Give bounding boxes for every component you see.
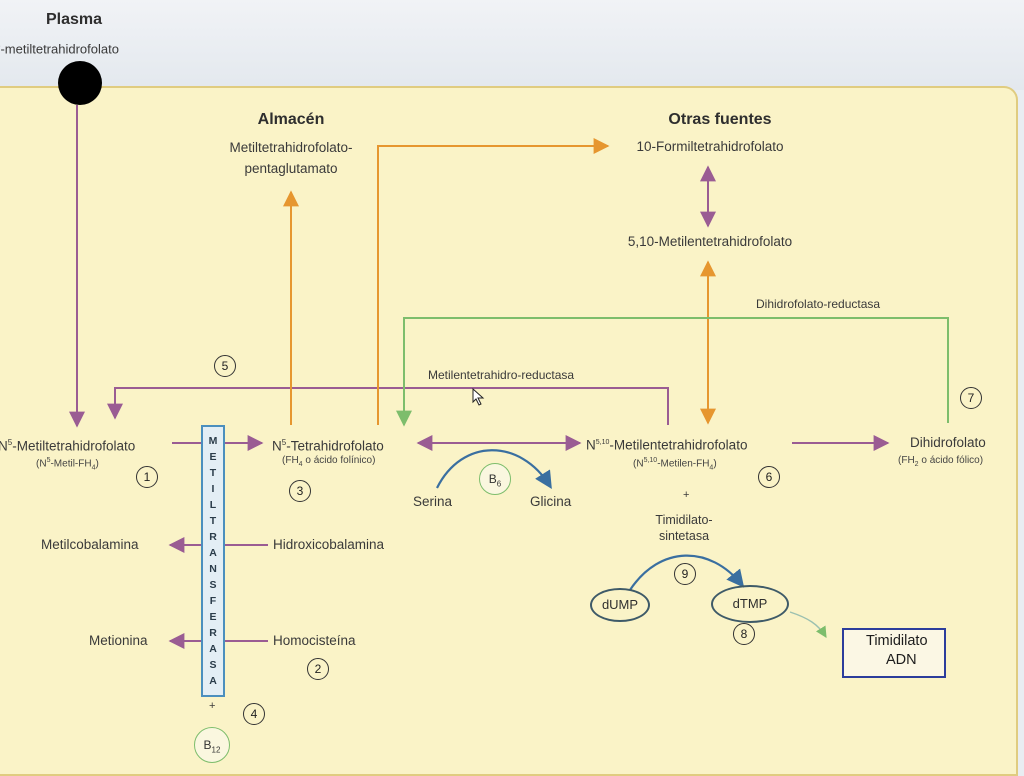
ts-label-1: Timidilato- bbox=[655, 513, 713, 527]
mlthf-sublabel: (N5,10-Metilen-FH4) bbox=[633, 457, 717, 472]
step-5-marker: 5 bbox=[214, 355, 236, 377]
cursor-icon bbox=[472, 388, 485, 406]
homocysteine-label: Homocisteína bbox=[273, 633, 356, 648]
methionine-label: Metionina bbox=[89, 633, 148, 648]
dtmp-oval: dTMP bbox=[711, 585, 789, 623]
vitamin-b6: B6 bbox=[479, 463, 511, 495]
thf-label: N5-Tetrahidrofolato bbox=[272, 438, 384, 454]
hydroxocobalamin-label: Hidroxicobalamina bbox=[273, 537, 385, 552]
step-6-marker: 6 bbox=[758, 466, 780, 488]
arrow-dhfr-loop bbox=[396, 317, 949, 427]
glycine-label: Glicina bbox=[530, 494, 572, 509]
arrow-dtmp-to-result bbox=[789, 611, 827, 638]
step-1-marker: 1 bbox=[136, 466, 158, 488]
arrow-dump-dtmp bbox=[629, 554, 745, 591]
mthfr-label: Metilentetrahidro-reductasa bbox=[428, 368, 575, 382]
serine-label: Serina bbox=[413, 494, 453, 509]
plus-sign-b12: + bbox=[209, 700, 216, 712]
top-background bbox=[0, 0, 1024, 90]
plasma-compound: 5-metiltetrahidrofolato bbox=[0, 41, 119, 57]
mthf-sublabel: (N5-Metil-FH4) bbox=[36, 457, 99, 472]
step-2-marker: 2 bbox=[307, 658, 329, 680]
storage-line1: Metiltetrahidrofolato- bbox=[229, 140, 353, 155]
other-sources-title: Otras fuentes bbox=[668, 111, 772, 128]
step-3-marker: 3 bbox=[289, 480, 311, 502]
step-4-marker: 4 bbox=[243, 703, 265, 725]
mthf-label: N5-Metiltetrahidrofolato bbox=[0, 438, 136, 454]
thf-sublabel: (FH4 o ácido folínico) bbox=[282, 455, 376, 468]
mlthf-label: N5,10-Metilentetrahidrofolato bbox=[586, 437, 748, 453]
plus-sign-ts: + bbox=[683, 489, 690, 501]
dhf-label: Dihidrofolato bbox=[910, 435, 986, 450]
storage-line2: pentaglutamato bbox=[244, 161, 338, 176]
ts-label-2: sintetasa bbox=[658, 529, 710, 543]
vitamin-b12: B12 bbox=[194, 727, 230, 763]
arrow-thf-to-formyl bbox=[377, 138, 610, 425]
arrow-mthfr-loop bbox=[107, 387, 669, 425]
arrow-serine-glycine bbox=[436, 449, 552, 489]
result-line2: ADN bbox=[886, 652, 917, 668]
methylcobalamin-label: Metilcobalamina bbox=[41, 537, 139, 552]
dhf-sublabel: (FH2 o ácido fólico) bbox=[898, 455, 984, 468]
formyl-thf: 10-Formiltetrahidrofolato bbox=[636, 139, 784, 154]
plasma-title: Plasma bbox=[46, 11, 103, 28]
plasma-dot bbox=[58, 61, 102, 105]
storage-title: Almacén bbox=[257, 111, 325, 128]
dump-oval: dUMP bbox=[590, 588, 650, 622]
methylene-thf-top: 5,10-Metilentetrahidrofolato bbox=[627, 234, 793, 249]
dhfr-label: Dihidrofolato-reductasa bbox=[756, 297, 881, 311]
step-8-marker: 8 bbox=[733, 623, 755, 645]
result-box: Timidilato ADN bbox=[842, 628, 946, 678]
step-9-marker: 9 bbox=[674, 563, 696, 585]
result-line1: Timidilato bbox=[866, 633, 928, 649]
step-7-marker: 7 bbox=[960, 387, 982, 409]
